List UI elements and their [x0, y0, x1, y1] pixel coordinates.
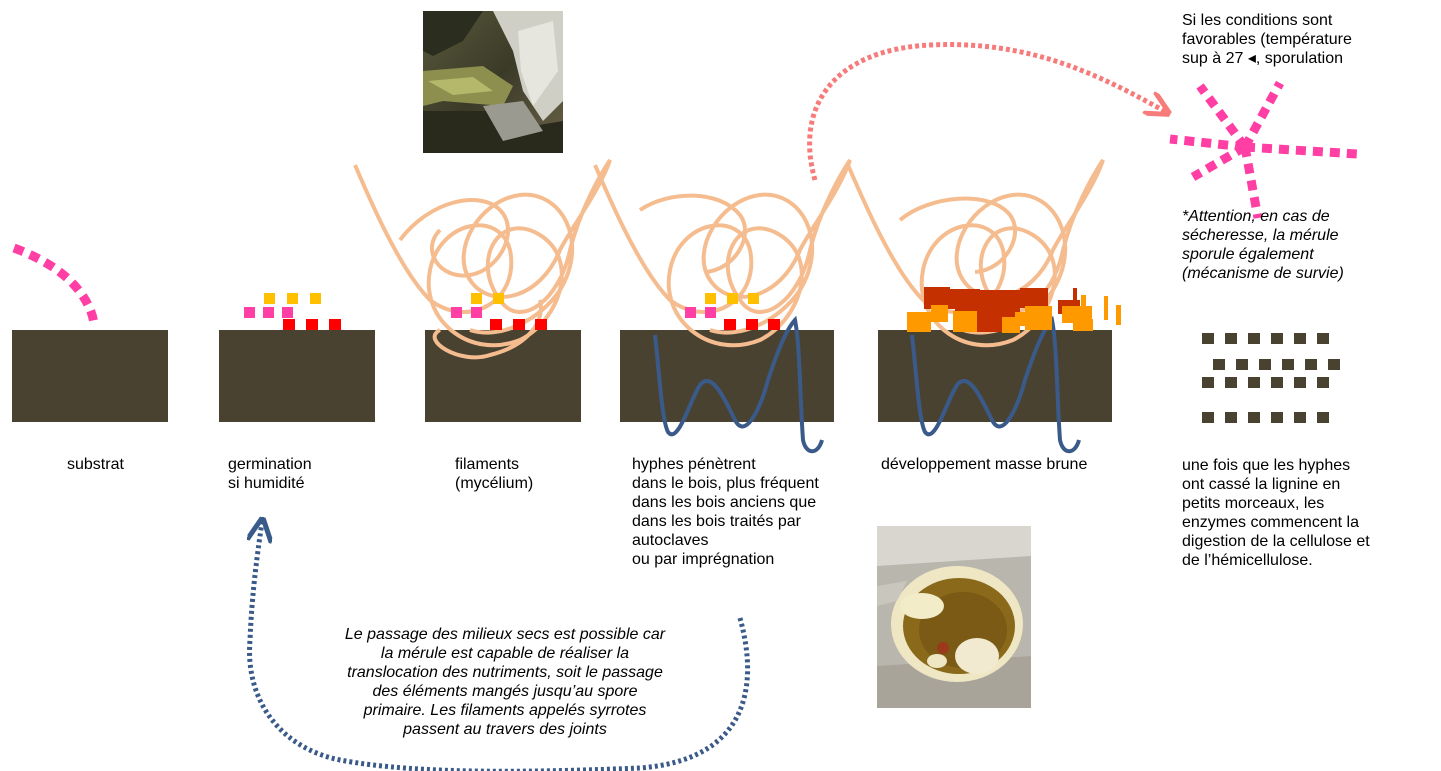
label-translocation: Le passage des milieux secs est possible… [280, 625, 730, 739]
substrate-block-1 [12, 330, 168, 422]
cellulose-pieces [1202, 333, 1340, 423]
sporulation-arrow [810, 45, 1166, 180]
label-attention: *Attention, en cas de sécheresse, la mér… [1182, 207, 1344, 283]
incoming-spore-trail [14, 248, 94, 324]
label-sporulation: Si les conditions sont favorables (tempé… [1182, 11, 1352, 68]
label-digestion: une fois que les hyphes ont cassé la lig… [1182, 456, 1370, 570]
label-hyphes: hyphes pénètrent dans le bois, plus fréq… [632, 455, 819, 569]
label-germination: germination si humidité [228, 455, 312, 493]
substrate-block-2 [219, 330, 375, 422]
label-developpement: développement masse brune [881, 455, 1087, 474]
germination-spores [244, 293, 341, 330]
mycelium-stage-4 [595, 160, 850, 345]
mycelium-stage-3 [355, 160, 610, 357]
label-filaments: filaments (mycélium) [455, 455, 533, 493]
label-substrat: substrat [67, 455, 124, 474]
sporulation-burst [1170, 83, 1357, 218]
